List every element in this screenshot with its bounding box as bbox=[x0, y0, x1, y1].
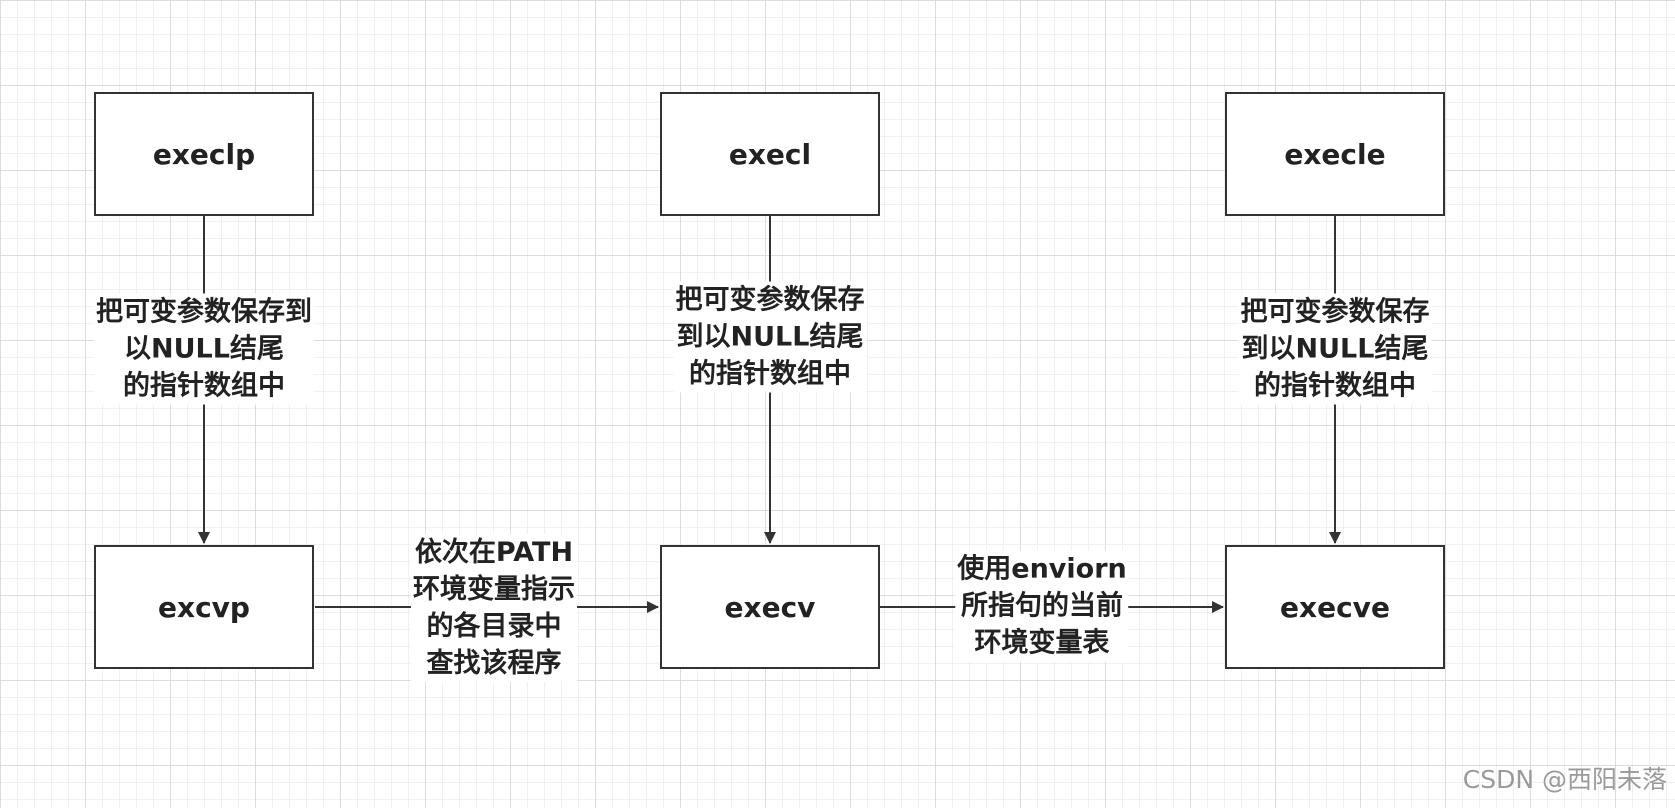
edge-label-line: 的各目录中 bbox=[426, 611, 562, 642]
edge-label-line: 的指针数组中 bbox=[123, 370, 285, 402]
edge-label-execlp-to-excvp: 把可变参数保存到 以NULL结尾 的指针数组中 bbox=[94, 293, 314, 405]
watermark: CSDN @西阳未落 bbox=[1462, 765, 1667, 794]
edge-label-line: 所指句的当前 bbox=[960, 590, 1123, 622]
edge-label-line: 把可变参数保存到 bbox=[96, 296, 312, 328]
edge-label-execv-to-execve: 使用enviorn 所指句的当前 环境变量表 bbox=[955, 550, 1129, 662]
edge-label-line: 使用enviorn bbox=[957, 553, 1127, 585]
edge-label-execle-to-execve: 把可变参数保存 到以NULL结尾 的指针数组中 bbox=[1238, 293, 1432, 405]
node-execv[interactable]: execv bbox=[660, 545, 880, 669]
edge-label-line: 查找该程序 bbox=[426, 648, 562, 679]
node-execle[interactable]: execle bbox=[1225, 92, 1445, 216]
edge-label-excvp-to-execv: 依次在PATH 环境变量指示 的各目录中 查找该程序 bbox=[411, 534, 577, 682]
edge-label-line: 的指针数组中 bbox=[689, 358, 851, 390]
node-execve[interactable]: execve bbox=[1225, 545, 1445, 669]
edge-label-line: 把可变参数保存 bbox=[1240, 296, 1430, 328]
edge-label-line: 的指针数组中 bbox=[1254, 370, 1416, 402]
edge-label-line: 把可变参数保存 bbox=[675, 284, 865, 316]
node-execlp[interactable]: execlp bbox=[94, 92, 314, 216]
node-execl[interactable]: execl bbox=[660, 92, 880, 216]
edge-label-line: 依次在PATH bbox=[414, 537, 574, 568]
edge-label-line: 环境变量指示 bbox=[413, 574, 575, 605]
node-excvp[interactable]: excvp bbox=[94, 545, 314, 669]
edge-label-line: 到以NULL结尾 bbox=[1241, 333, 1429, 365]
edge-label-line: 到以NULL结尾 bbox=[676, 321, 864, 353]
edge-label-line: 以NULL结尾 bbox=[124, 333, 284, 365]
edge-label-execl-to-execv: 把可变参数保存 到以NULL结尾 的指针数组中 bbox=[673, 281, 867, 393]
edge-label-line: 环境变量表 bbox=[974, 627, 1110, 659]
